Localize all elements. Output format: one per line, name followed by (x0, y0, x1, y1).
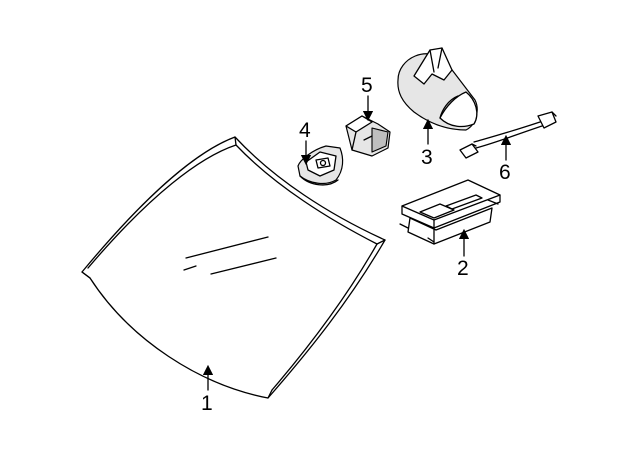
callout-3: 3 (421, 146, 433, 169)
wiring-harness (459, 111, 557, 159)
mounting-bracket (297, 145, 344, 186)
callout-4: 4 (299, 119, 311, 142)
mirror-cover (397, 47, 478, 131)
leader-arrows (202, 95, 512, 391)
callout-1: 1 (201, 392, 213, 415)
callout-6: 6 (499, 161, 511, 184)
callout-5: 5 (361, 74, 373, 97)
windshield-glass (81, 136, 386, 399)
sensor-cover (345, 115, 391, 157)
control-module (399, 179, 501, 245)
callout-2: 2 (457, 257, 469, 280)
